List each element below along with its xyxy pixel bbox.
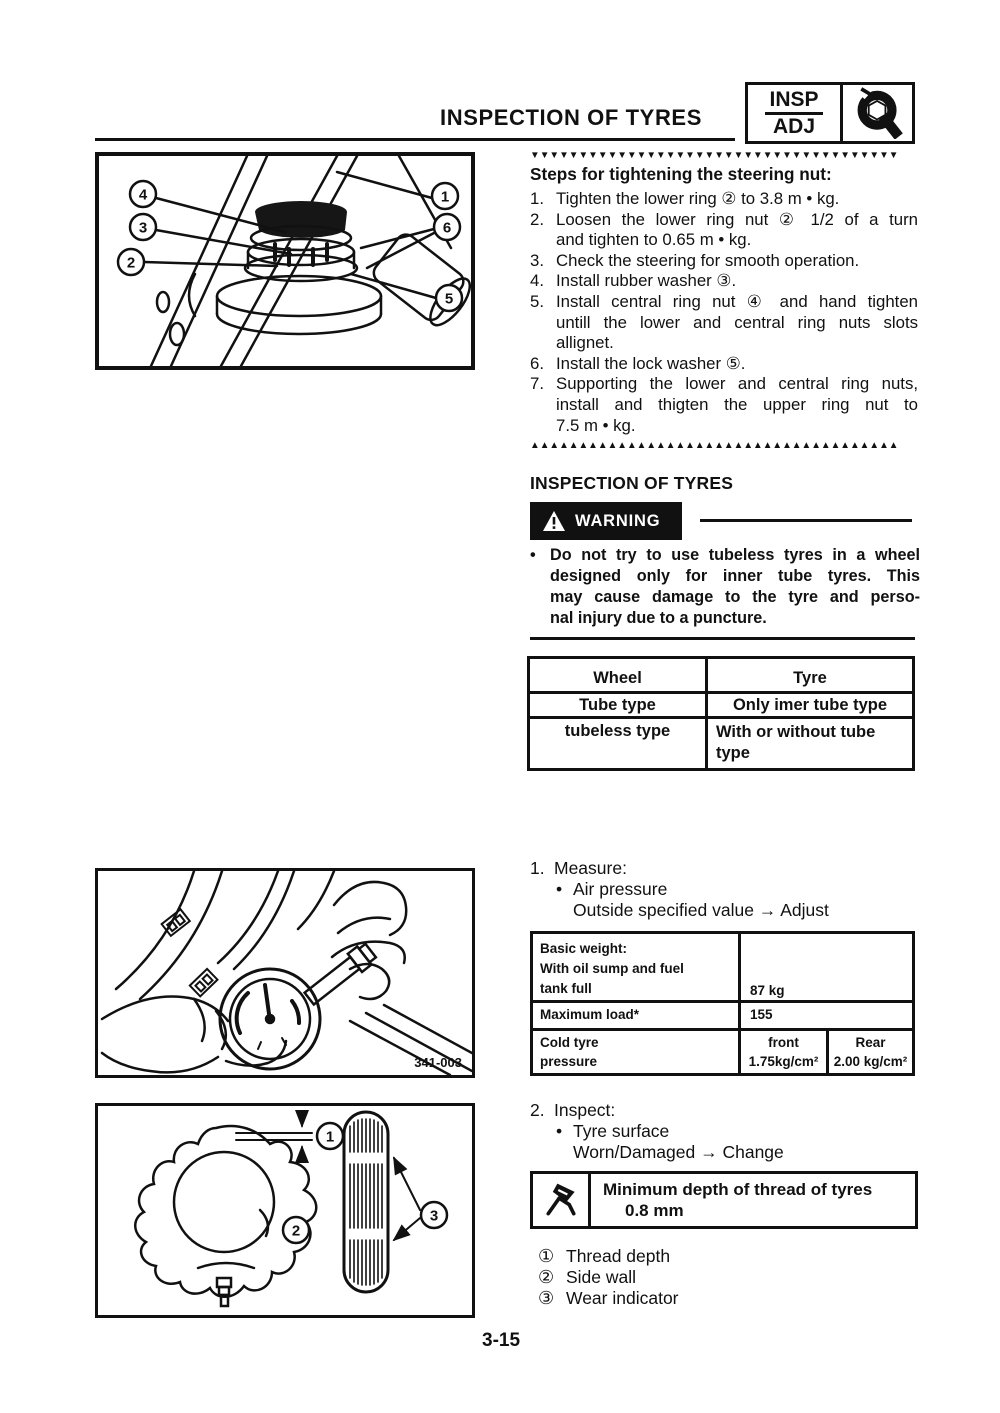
measure-title: Measure: xyxy=(554,858,627,878)
inspect-block: 2. Inspect: • Tyre surface Worn/Damaged … xyxy=(530,1100,918,1163)
weight-table: Basic weight: With oil sump and fuel tan… xyxy=(530,931,915,1076)
figure-steering-nut: 4 3 2 1 6 5 xyxy=(95,152,475,370)
step-4: 4. Install rubber washer ③. xyxy=(530,271,737,291)
fig3-callout-1: 1 xyxy=(326,1129,334,1146)
triangle-row-up: ▲▲▲▲▲▲▲▲▲▲▲▲▲▲▲▲▲▲▲▲▲▲▲▲▲▲▲▲▲▲▲▲▲▲▲▲▲▲ xyxy=(530,440,899,451)
fig1-callout-2: 2 xyxy=(127,255,135,272)
legend-item: ② Side wall xyxy=(538,1267,637,1287)
badge-insp: INSP xyxy=(765,88,823,115)
fig1-callout-6: 6 xyxy=(443,220,451,237)
table-row: Maximum load* 155 xyxy=(533,1000,912,1028)
measure-block: 1. Measure: • Air pressure Outside speci… xyxy=(530,858,918,921)
table-row: Tube type Only imer tube type xyxy=(530,691,912,716)
wheel-tyre-table: Wheel Tyre Tube type Only imer tube type… xyxy=(527,656,915,771)
measure-item: Air pressure xyxy=(573,879,668,899)
min-depth-line1: Minimum depth of thread of tyres xyxy=(603,1180,873,1199)
steps-list: 1. Tighten the lower ring ② to 3.8 m • k… xyxy=(530,189,918,436)
title-underline xyxy=(95,138,735,141)
figure-code-label: 341-003 xyxy=(414,1055,462,1070)
figure-tyre-wear: 1 2 3 xyxy=(95,1103,475,1318)
min-depth-line2: 0.8 mm xyxy=(625,1201,684,1220)
step-7: 7. Supporting the lower and central ring… xyxy=(530,374,918,435)
warning-label: WARNING xyxy=(575,511,661,530)
min-depth-box: Minimum depth of thread of tyres 0.8 mm xyxy=(530,1171,918,1229)
badge-label: INSP ADJ xyxy=(748,85,843,141)
table-header-row: Wheel Tyre xyxy=(530,659,912,691)
inspect-title: Inspect: xyxy=(554,1100,616,1120)
legend-item: ③ Wear indicator xyxy=(538,1288,679,1308)
measure-result: Outside specified value → Adjust xyxy=(573,900,829,920)
step-6: 6. Install the lock washer ⑤. xyxy=(530,353,746,373)
inspect-item: Tyre surface xyxy=(573,1121,670,1141)
figure-pressure-gauge: 341-003 xyxy=(95,868,475,1078)
table-row: Cold tyre pressure front 1.75kg/cm² Rear… xyxy=(533,1028,912,1073)
page-title: INSPECTION OF TYRES xyxy=(440,105,702,130)
legend-item: ① Thread depth xyxy=(538,1246,671,1266)
divider-rule xyxy=(530,637,915,640)
triangle-row-down: ▼▼▼▼▼▼▼▼▼▼▼▼▼▼▼▼▼▼▼▼▼▼▼▼▼▼▼▼▼▼▼▼▼▼▼▼▼▼ xyxy=(530,150,899,161)
fig1-callout-1: 1 xyxy=(441,189,449,206)
warning-paragraph: • Do not try to use tubeless tyres in a … xyxy=(530,546,920,627)
table-row: tubeless type With or without tube type xyxy=(530,716,912,768)
table-row: Basic weight: With oil sump and fuel tan… xyxy=(533,934,912,1000)
step-3: 3. Check the steering for smooth operati… xyxy=(530,250,860,270)
inspect-result: Worn/Damaged → Change xyxy=(573,1142,784,1162)
fig1-callout-4: 4 xyxy=(139,187,148,204)
warning-triangle-icon xyxy=(542,510,566,532)
fig3-callout-2: 2 xyxy=(292,1223,300,1240)
section-badge: INSP ADJ xyxy=(745,82,915,144)
step-5: 5. Install central ring nut ④ and hand t… xyxy=(530,291,918,353)
depth-gauge-icon xyxy=(533,1174,591,1226)
fig3-callout-3: 3 xyxy=(430,1208,438,1225)
warning-rule xyxy=(700,519,912,522)
fig1-callout-3: 3 xyxy=(139,220,147,237)
page-number: 3-15 xyxy=(482,1330,521,1351)
wrench-nut-icon xyxy=(843,85,912,141)
fig1-callout-5: 5 xyxy=(445,291,453,308)
step-2: 2. Loosen the lower ring nut ② 1/2 of a … xyxy=(530,209,918,250)
steps-heading: Steps for tightening the steering nut: xyxy=(530,164,832,184)
callout-legend: ① Thread depth ② Side wall ③ Wear indica… xyxy=(538,1246,679,1309)
step-1: 1. Tighten the lower ring ② to 3.8 m • k… xyxy=(530,189,840,208)
warning-box: WARNING xyxy=(530,502,682,540)
section-heading: INSPECTION OF TYRES xyxy=(530,473,734,493)
badge-adj: ADJ xyxy=(772,114,815,138)
